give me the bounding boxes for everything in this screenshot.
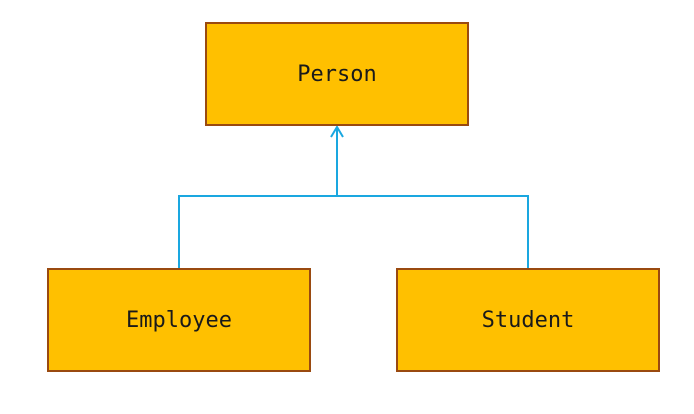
arrowhead-icon (330, 125, 344, 138)
node-person-label: Person (297, 61, 377, 87)
connector-employee-to-person (178, 195, 337, 268)
connector-student-to-person (337, 195, 529, 268)
node-employee-label: Employee (126, 307, 232, 333)
node-student-label: Student (481, 307, 575, 333)
node-person: Person (205, 22, 469, 126)
node-student: Student (396, 268, 660, 372)
node-employee: Employee (47, 268, 311, 372)
